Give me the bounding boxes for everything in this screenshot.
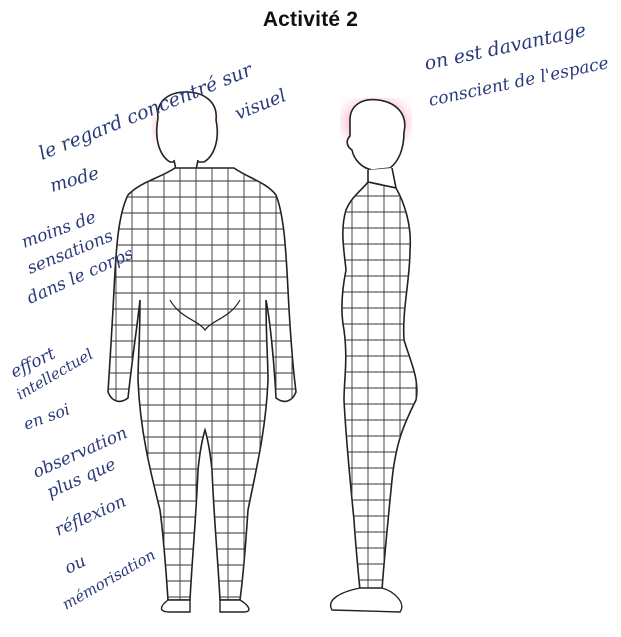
note-line: ou xyxy=(61,551,89,578)
note-line: réflexion xyxy=(52,491,129,540)
note-line: le regard concentré sur xyxy=(36,58,257,165)
page-title: Activité 2 xyxy=(0,8,621,32)
handwritten-notes-right: on est davantage conscient de l'espace xyxy=(422,19,610,111)
side-view-figure xyxy=(331,100,424,612)
note-line: mode xyxy=(48,163,102,197)
note-line: visuel xyxy=(232,85,289,124)
note-line: en soi xyxy=(21,400,72,434)
back-view-figure xyxy=(100,92,300,612)
